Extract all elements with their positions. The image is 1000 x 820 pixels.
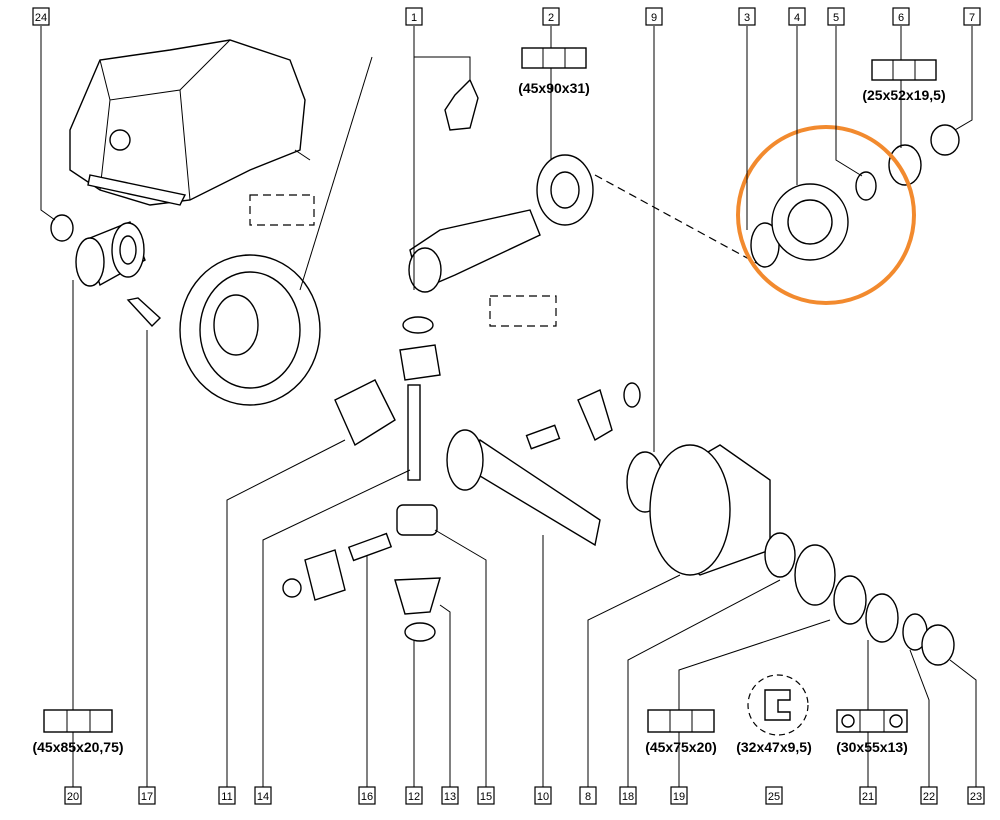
svg-text:12: 12 — [408, 791, 420, 803]
part-label[interactable]: 13 — [441, 786, 459, 805]
part-label[interactable]: 17 — [138, 786, 156, 805]
bearing-spec-text: (25x52x19,5) — [862, 87, 945, 103]
svg-text:16: 16 — [361, 791, 373, 803]
bearing-20 — [75, 221, 146, 287]
part-label[interactable]: 8 — [579, 786, 597, 805]
svg-text:10: 10 — [537, 791, 549, 803]
part-label[interactable]: 5 — [827, 7, 845, 26]
o-ring — [50, 214, 74, 242]
bearing-spec-text: (30x55x13) — [836, 739, 908, 755]
part-label[interactable]: 12 — [405, 786, 423, 805]
svg-text:7: 7 — [969, 12, 975, 24]
part-label[interactable]: 11 — [218, 786, 236, 805]
bottom-labels: 20 17 11 14 16 12 13 15 10 8 18 19 25 21… — [64, 786, 985, 805]
spec-6: (25x52x19,5) — [862, 59, 946, 103]
spec-19: (45x75x20) — [645, 709, 717, 755]
callout-box — [489, 295, 557, 327]
part-label[interactable]: 19 — [670, 786, 688, 805]
differential-parts — [282, 316, 641, 642]
part-label[interactable]: 16 — [358, 786, 376, 805]
part-label[interactable]: 20 — [64, 786, 82, 805]
bearing-spec-text: (32x47x9,5) — [736, 739, 812, 755]
part-label[interactable]: 21 — [859, 786, 877, 805]
part-label[interactable]: 15 — [477, 786, 495, 805]
part-label[interactable]: 22 — [920, 786, 938, 805]
svg-text:5: 5 — [833, 12, 839, 24]
svg-text:19: 19 — [673, 791, 685, 803]
part-label[interactable]: 3 — [738, 7, 756, 26]
svg-text:4: 4 — [794, 12, 800, 24]
part-label[interactable]: 24 — [32, 7, 50, 26]
spec-25: (32x47x9,5) — [736, 674, 812, 755]
part-label[interactable]: 2 — [542, 7, 560, 26]
bolt — [126, 297, 162, 328]
svg-text:18: 18 — [622, 791, 634, 803]
svg-text:21: 21 — [862, 791, 874, 803]
svg-text:3: 3 — [744, 12, 750, 24]
bearing-2 — [536, 154, 594, 226]
svg-text:2: 2 — [548, 12, 554, 24]
part-label[interactable]: 7 — [963, 7, 981, 26]
ring-gear — [179, 254, 321, 406]
part-label[interactable]: 1 — [405, 7, 423, 26]
svg-text:9: 9 — [651, 12, 657, 24]
spec-20: (45x85x20,75) — [32, 709, 124, 755]
highlight-circle — [736, 125, 916, 305]
part-label[interactable]: 23 — [967, 786, 985, 805]
svg-text:22: 22 — [923, 791, 935, 803]
diff-housing — [626, 444, 955, 666]
spec-2: (45x90x31) — [518, 47, 590, 96]
svg-text:8: 8 — [585, 791, 591, 803]
svg-text:15: 15 — [480, 791, 492, 803]
svg-text:25: 25 — [768, 791, 780, 803]
bearing-spec-text: (45x85x20,75) — [32, 739, 123, 755]
gearbox-housing — [69, 39, 311, 206]
part-label[interactable]: 9 — [645, 7, 663, 26]
part-label[interactable]: 14 — [254, 786, 272, 805]
svg-text:11: 11 — [221, 791, 232, 803]
part-label[interactable]: 18 — [619, 786, 637, 805]
spec-21: (30x55x13) — [836, 709, 908, 755]
svg-text:17: 17 — [141, 791, 153, 803]
svg-text:20: 20 — [67, 791, 79, 803]
svg-text:23: 23 — [970, 791, 982, 803]
svg-text:14: 14 — [257, 791, 269, 803]
svg-text:13: 13 — [444, 791, 456, 803]
bearing-spec-text: (45x90x31) — [518, 80, 590, 96]
highlighted-group — [736, 124, 960, 305]
bearing-spec-text: (45x75x20) — [645, 739, 717, 755]
grease-bag-icon — [444, 78, 479, 131]
leader-lines — [40, 26, 977, 787]
svg-text:6: 6 — [898, 12, 904, 24]
svg-text:24: 24 — [35, 12, 47, 24]
top-labels: 24 1 2 9 3 4 5 6 7 — [32, 7, 981, 26]
part-label[interactable]: 10 — [534, 786, 552, 805]
callout-box — [249, 194, 315, 226]
svg-text:1: 1 — [411, 12, 417, 24]
part-label[interactable]: 4 — [788, 7, 806, 26]
part-label[interactable]: 6 — [892, 7, 910, 26]
part-label[interactable]: 25 — [765, 786, 783, 805]
pinion-shaft — [408, 209, 541, 293]
